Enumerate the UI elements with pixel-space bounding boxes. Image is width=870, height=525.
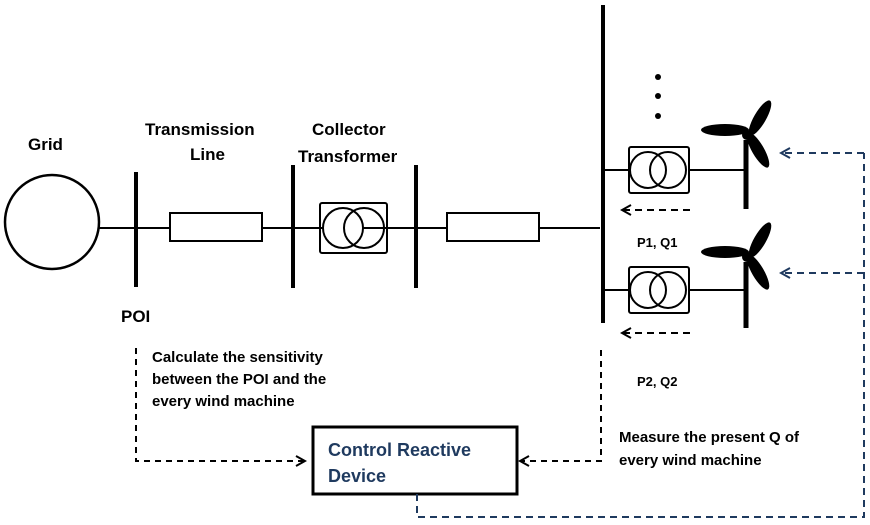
wind-turbine-icon-2 [701, 222, 772, 328]
collector-transformer-label: Collector Transformer [298, 120, 398, 166]
control-reactive-device-label: Control Reactive Device [328, 440, 476, 486]
grid-label: Grid [28, 135, 63, 154]
poi-label: POI [121, 307, 150, 326]
feedback-dashed-path [416, 153, 865, 518]
feeder-2-transformer-icon [628, 266, 690, 314]
feeder-1-transformer-icon [628, 146, 690, 194]
measure-note: Measure the present Q of every wind mach… [619, 429, 803, 469]
grid-circle-icon [3, 173, 101, 271]
wind-turbine-icon [701, 100, 772, 209]
collector-line-resistor-icon [446, 212, 540, 242]
p2q2-label: P2, Q2 [637, 374, 677, 389]
p1q1-label: P1, Q1 [637, 235, 677, 250]
sensitivity-note: Calculate the sensitivity between the PO… [152, 349, 330, 410]
sensitivity-dashed-arrow [135, 348, 305, 461]
control-reactive-device-box [311, 425, 519, 496]
transformer-symbol-icon-2 [343, 207, 385, 249]
ellipsis-dots-icon [655, 74, 661, 119]
measure-dashed-arrow [520, 350, 602, 461]
transformer-box [319, 202, 388, 254]
transmission-line-resistor-icon [169, 212, 263, 242]
transmission-line-label: Transmission Line [145, 120, 259, 164]
